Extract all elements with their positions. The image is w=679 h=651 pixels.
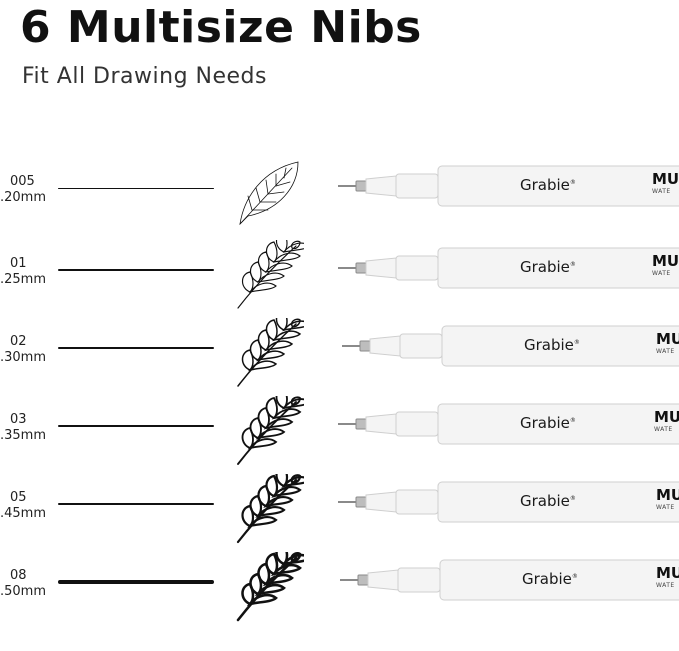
page-subtitle: Fit All Drawing Needs: [22, 64, 267, 89]
brand-name: Grabie: [520, 414, 570, 432]
pen-brand-label: Grabie®: [522, 570, 578, 588]
nib-width-mm: .45mm: [0, 506, 47, 521]
leaf-icon: [239, 161, 299, 226]
page-title: 6 Multisize Nibs: [20, 2, 422, 53]
pen-illustration: [338, 165, 679, 207]
pen-series-sublabel: WATE: [654, 426, 673, 433]
trademark-mark: ®: [569, 417, 576, 424]
brand-name: Grabie: [520, 176, 570, 194]
nib-code: 03: [10, 412, 27, 427]
sprig-icon: [236, 542, 312, 622]
nib-width-mm: .30mm: [0, 350, 47, 365]
nib-code: 08: [10, 568, 27, 583]
pen-brand-label: Grabie®: [520, 176, 576, 194]
pen: [336, 400, 679, 452]
nib-width-mm: .25mm: [0, 272, 47, 287]
pen: [338, 556, 679, 608]
sample-stroke-line: [58, 187, 214, 189]
pen: [336, 478, 679, 530]
brand-name: Grabie: [524, 336, 574, 354]
pen-series-sublabel: WATE: [656, 504, 675, 511]
pen-illustration: [340, 559, 679, 601]
brand-name: Grabie: [520, 492, 570, 510]
drawing-sample: [232, 386, 312, 470]
sample-stroke-line: [58, 424, 214, 428]
pen-brand-label: Grabie®: [520, 258, 576, 276]
pen-series-label: MU: [656, 330, 679, 348]
pen-brand-label: Grabie®: [520, 492, 576, 510]
sample-stroke-line: [58, 269, 214, 271]
drawing-sample: [232, 158, 304, 232]
pen-illustration: [338, 403, 679, 445]
pen-series-label: MU: [652, 170, 679, 188]
sprig-icon: [236, 464, 312, 544]
pen-series-label: MU: [654, 408, 679, 426]
sample-stroke-line: [58, 580, 214, 584]
pen-series-label: MU: [656, 564, 679, 582]
trademark-mark: ®: [571, 573, 578, 580]
pen-illustration: [342, 325, 679, 367]
trademark-mark: ®: [569, 261, 576, 268]
pen: [336, 244, 679, 296]
brand-name: Grabie: [522, 570, 572, 588]
pen: [340, 322, 679, 374]
drawing-sample: [232, 309, 312, 392]
drawing-sample: [232, 464, 312, 548]
pen: [336, 162, 679, 214]
pen-brand-label: Grabie®: [520, 414, 576, 432]
pen-series-label: MU: [656, 486, 679, 504]
pen-series-sublabel: WATE: [656, 582, 675, 589]
pen-series-sublabel: WATE: [656, 348, 675, 355]
pen-brand-label: Grabie®: [524, 336, 580, 354]
nib-width-mm: .50mm: [0, 584, 47, 599]
trademark-mark: ®: [573, 339, 580, 346]
drawing-sample: [232, 542, 312, 626]
drawing-sample: [232, 231, 311, 314]
pen-series-label: MU: [652, 252, 679, 270]
trademark-mark: ®: [569, 495, 576, 502]
sample-stroke-line: [58, 347, 214, 349]
trademark-mark: ®: [569, 179, 576, 186]
brand-name: Grabie: [520, 258, 570, 276]
nib-code: 005: [10, 174, 35, 189]
nib-code: 02: [10, 334, 27, 349]
sprig-icon: [237, 231, 311, 309]
nib-width-mm: .35mm: [0, 428, 47, 443]
nib-width-mm: .20mm: [0, 190, 47, 205]
pen-illustration: [338, 481, 679, 523]
nib-code: 05: [10, 490, 27, 505]
pen-series-sublabel: WATE: [652, 188, 671, 195]
sample-stroke-line: [58, 502, 214, 506]
pen-series-sublabel: WATE: [652, 270, 671, 277]
nib-code: 01: [10, 256, 27, 271]
sprig-icon: [237, 309, 312, 387]
sprig-icon: [237, 386, 312, 465]
pen-illustration: [338, 247, 679, 289]
